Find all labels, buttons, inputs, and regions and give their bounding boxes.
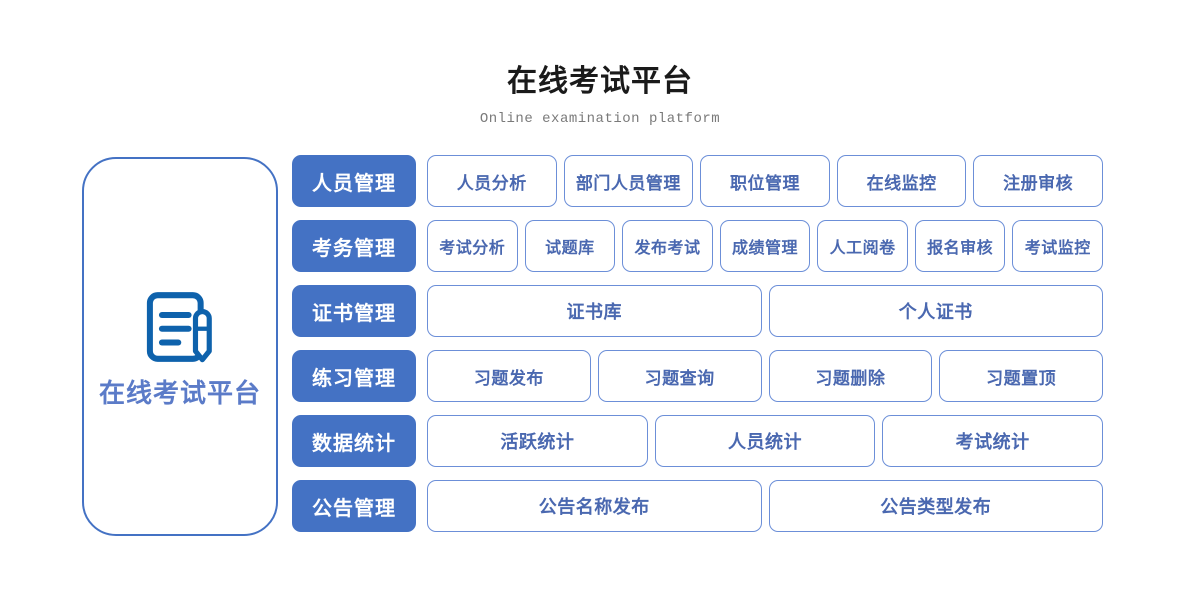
sub-item-button[interactable]: 考试分析 — [427, 220, 518, 272]
module-row: 公告管理 公告名称发布 公告类型发布 — [292, 480, 1103, 532]
sub-item-list: 考试分析 试题库 发布考试 成绩管理 人工阅卷 报名审核 考试监控 — [427, 220, 1104, 272]
brand-card: 在线考试平台 — [82, 157, 278, 536]
sub-item-list: 习题发布 习题查询 习题删除 习题置顶 — [427, 350, 1103, 402]
module-rows: 人员管理 人员分析 部门人员管理 职位管理 在线监控 注册审核 考务管理 考试分… — [292, 155, 1104, 532]
sub-item-button[interactable]: 试题库 — [524, 220, 616, 272]
sub-item-button[interactable]: 公告名称发布 — [427, 480, 762, 532]
page-subtitle: Online examination platform — [479, 111, 721, 127]
module-row: 证书管理 证书库 个人证书 — [292, 285, 1103, 337]
category-button-certificate[interactable]: 证书管理 — [292, 285, 416, 337]
sub-item-button[interactable]: 公告类型发布 — [768, 480, 1103, 532]
sub-item-button[interactable]: 人工阅卷 — [817, 220, 908, 272]
page-title: 在线考试平台 — [507, 65, 693, 98]
sub-item-button[interactable]: 证书库 — [427, 285, 762, 337]
category-button-announcement[interactable]: 公告管理 — [292, 480, 416, 532]
sub-item-button[interactable]: 习题置顶 — [939, 350, 1103, 402]
sub-item-button[interactable]: 考试统计 — [882, 415, 1104, 467]
sub-item-list: 人员分析 部门人员管理 职位管理 在线监控 注册审核 — [427, 155, 1103, 207]
category-button-statistics[interactable]: 数据统计 — [292, 415, 416, 467]
sub-item-button[interactable]: 个人证书 — [768, 285, 1103, 337]
sub-item-button[interactable]: 习题删除 — [768, 350, 933, 402]
sub-item-button[interactable]: 考试监控 — [1012, 220, 1104, 272]
sub-item-button[interactable]: 活跃统计 — [427, 415, 648, 467]
sub-item-button[interactable]: 报名审核 — [914, 220, 1006, 272]
document-pencil-icon — [146, 291, 212, 362]
sub-item-list: 活跃统计 人员统计 考试统计 — [427, 415, 1104, 467]
category-button-exam-affairs[interactable]: 考务管理 — [292, 220, 416, 272]
sub-item-button[interactable]: 职位管理 — [700, 155, 830, 207]
sub-item-button[interactable]: 习题查询 — [597, 350, 762, 402]
module-row: 考务管理 考试分析 试题库 发布考试 成绩管理 人工阅卷 报名审核 考试监控 — [292, 220, 1104, 272]
sub-item-button[interactable]: 在线监控 — [836, 155, 967, 207]
sub-item-button[interactable]: 人员分析 — [427, 155, 557, 207]
header: 在线考试平台 Online examination platform — [0, 62, 1200, 128]
sub-item-button[interactable]: 人员统计 — [654, 415, 876, 467]
sub-item-button[interactable]: 习题发布 — [427, 350, 591, 402]
sub-item-list: 证书库 个人证书 — [427, 285, 1103, 337]
sub-item-button[interactable]: 成绩管理 — [719, 220, 811, 272]
sub-item-list: 公告名称发布 公告类型发布 — [427, 480, 1103, 532]
category-button-personnel[interactable]: 人员管理 — [292, 155, 416, 207]
sub-item-button[interactable]: 注册审核 — [973, 155, 1103, 207]
module-row: 数据统计 活跃统计 人员统计 考试统计 — [292, 415, 1104, 467]
module-row: 练习管理 习题发布 习题查询 习题删除 习题置顶 — [292, 350, 1103, 402]
module-row: 人员管理 人员分析 部门人员管理 职位管理 在线监控 注册审核 — [292, 155, 1103, 207]
category-button-practice[interactable]: 练习管理 — [292, 350, 416, 402]
sub-item-button[interactable]: 部门人员管理 — [563, 155, 694, 207]
sub-item-button[interactable]: 发布考试 — [622, 220, 713, 272]
brand-label: 在线考试平台 — [98, 377, 261, 408]
